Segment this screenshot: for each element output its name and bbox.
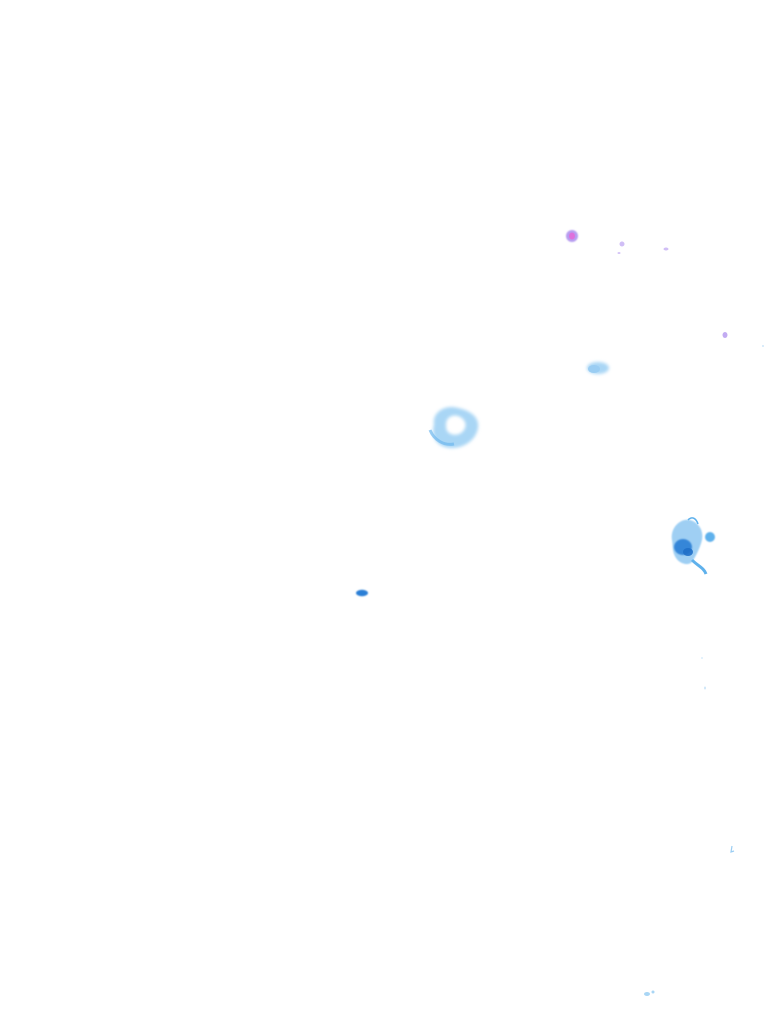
precip-cell-central-east: [587, 362, 609, 374]
precip-ring-cell: [428, 406, 479, 448]
precip-fleck-east: [722, 332, 764, 347]
precip-flecks-southeast: [644, 657, 735, 996]
precip-cell-north: [566, 230, 669, 254]
precip-cell-west: [356, 589, 368, 597]
precip-cell-east-complex: [671, 517, 715, 575]
